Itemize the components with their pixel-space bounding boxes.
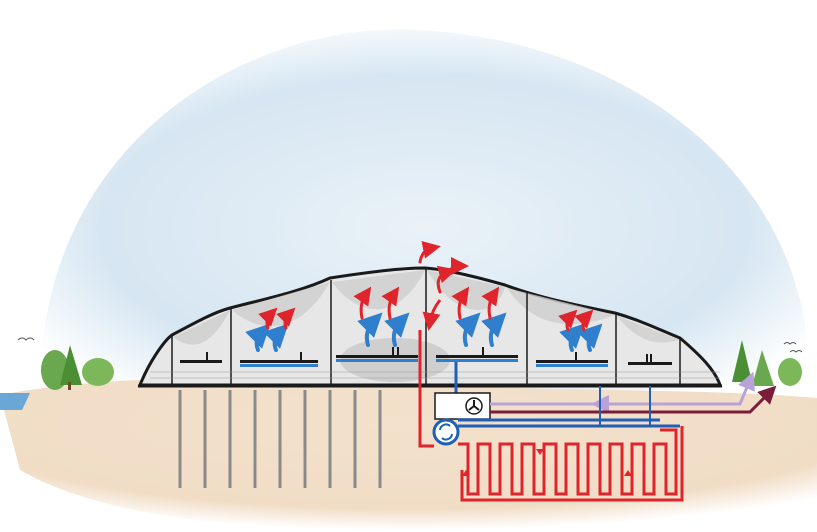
pipe-risers xyxy=(599,386,651,426)
ground xyxy=(0,377,817,531)
ventilation-unit xyxy=(434,392,491,420)
air-flow-arrows-warm xyxy=(258,240,594,332)
sky-dome xyxy=(40,29,809,390)
loop-flow-arrows xyxy=(462,449,632,476)
people xyxy=(206,347,652,362)
tree-icon xyxy=(732,340,802,386)
air-flow-arrows-cool xyxy=(245,312,603,352)
distribution-pipes xyxy=(418,371,777,448)
bird-icon xyxy=(783,342,797,345)
water-icon xyxy=(0,393,30,410)
tree-icon xyxy=(41,345,114,390)
exhaust-down-arrow xyxy=(422,299,442,331)
ground-loop xyxy=(458,428,678,496)
facade-glazing xyxy=(150,371,720,379)
bird-icon xyxy=(789,350,803,353)
duct-shafts xyxy=(418,330,458,430)
heat-pump-icon xyxy=(432,418,460,446)
bird-icon xyxy=(17,337,35,341)
interior-floors xyxy=(180,355,672,367)
foundation-piles xyxy=(178,390,382,488)
ground-loop-outer xyxy=(460,426,684,502)
